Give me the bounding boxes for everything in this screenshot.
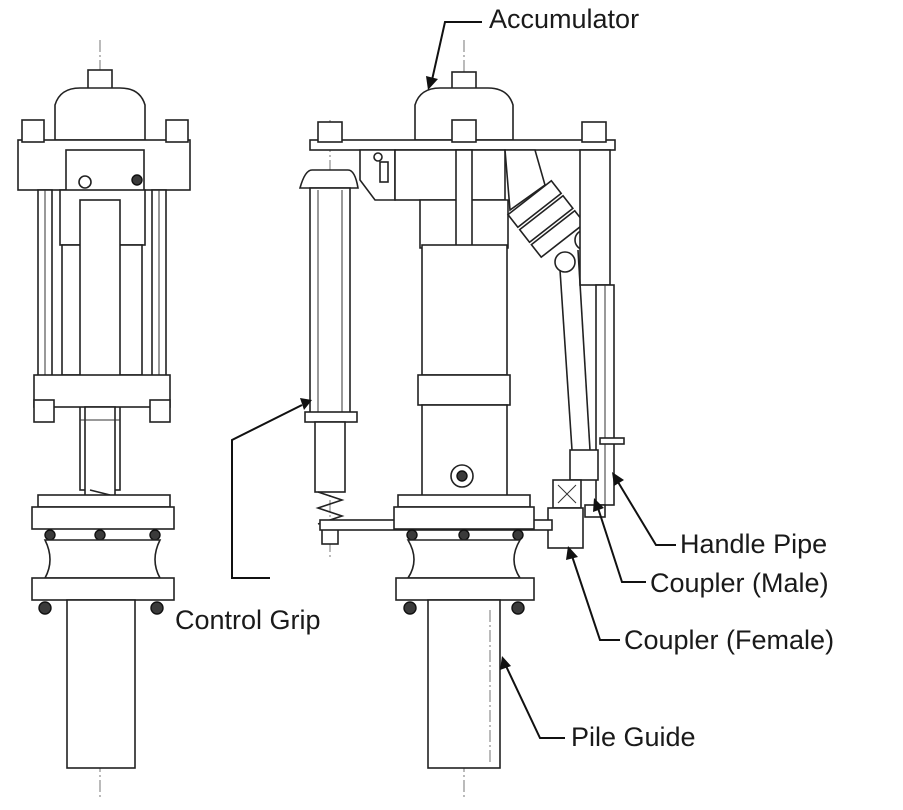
label-coupler-female: Coupler (Female): [624, 625, 835, 655]
side-view: [298, 40, 625, 800]
label-handle-pipe: Handle Pipe: [680, 529, 828, 559]
label-coupler-male: Coupler (Male): [650, 568, 829, 598]
leader-lines: [231, 21, 676, 739]
label-control-grip: Control Grip: [175, 605, 321, 635]
front-view: [17, 40, 191, 800]
label-pile-guide: Pile Guide: [571, 722, 696, 752]
label-accumulator: Accumulator: [489, 4, 640, 34]
